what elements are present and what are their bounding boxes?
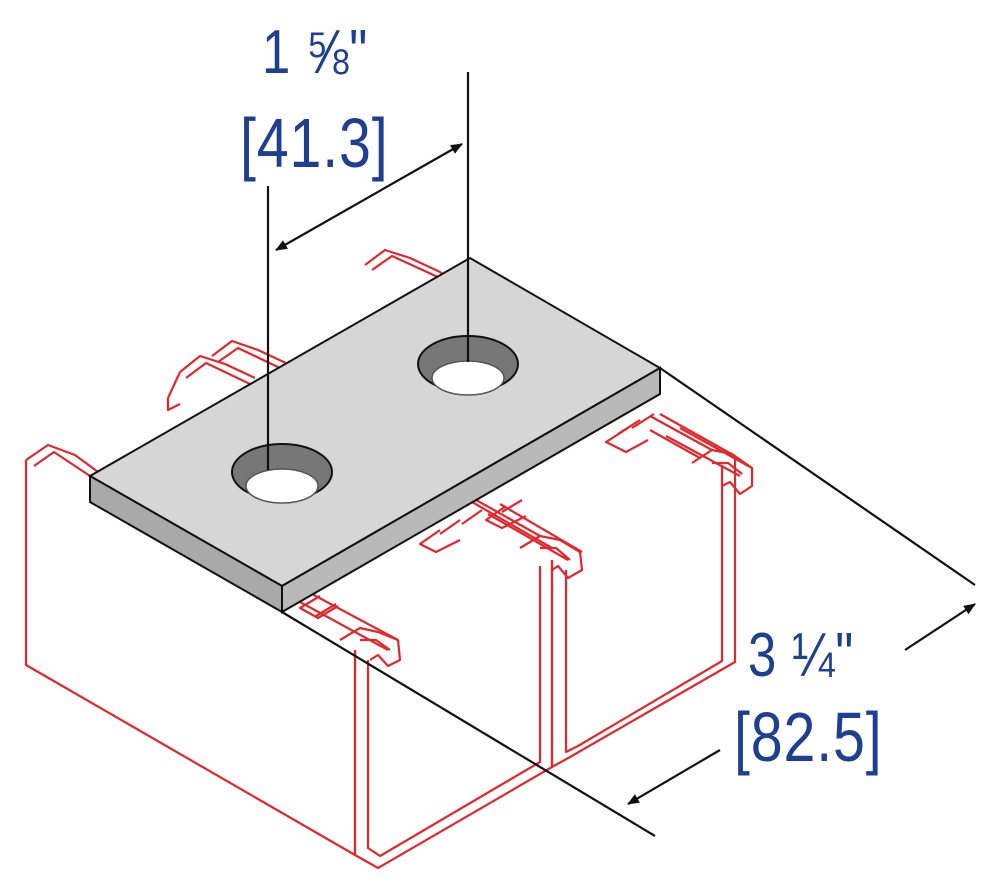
rail-front-left-2 <box>299 601 389 651</box>
front-lip-right <box>691 448 754 496</box>
left-end-top-lip <box>25 443 99 473</box>
hole-spacing-metric-label: [41.3] <box>240 104 389 182</box>
back-lip-mid <box>179 354 256 379</box>
dimension-arrow-hole-spacing <box>275 143 463 251</box>
dimension-arrow-length-lower <box>627 749 721 805</box>
slot-ridge-7 <box>617 419 641 435</box>
plate-length-metric-label: [82.5] <box>734 698 883 776</box>
rail-mid-3 <box>471 501 553 549</box>
back-lip-left-inner <box>371 254 441 279</box>
left-end-top-lip-inner <box>33 450 91 477</box>
rail-mid-1 <box>499 503 583 553</box>
back-rail-top <box>167 371 181 399</box>
dimension-arrow-length-upper <box>904 603 976 651</box>
right-channel-outer <box>550 456 737 769</box>
slot-ridge-3 <box>461 509 483 525</box>
front-lip-left-inner <box>360 638 391 651</box>
slot-ridge-4 <box>484 505 527 530</box>
front-lip-mid <box>519 534 584 580</box>
rail-right-4 <box>649 429 701 459</box>
back-lip-mid-inner <box>185 361 251 385</box>
rail-right-5 <box>659 413 736 457</box>
back-lip-mid2-inner <box>217 346 281 369</box>
slot-ridge-8 <box>631 413 655 429</box>
rail-right-1 <box>679 427 753 469</box>
back-lip-mid2 <box>211 339 289 365</box>
slot-ridge-5 <box>501 499 523 513</box>
hole-left <box>231 443 333 504</box>
rail-right-3 <box>649 415 713 451</box>
slot-ridge-10 <box>315 603 337 617</box>
channel-outline <box>24 248 754 870</box>
slot-ridge-1 <box>418 529 461 554</box>
slot-ridge-2 <box>439 519 461 535</box>
extension-line-plate-back <box>659 367 976 586</box>
rail-mid-2 <box>487 513 569 561</box>
slot-ridge-6 <box>604 427 649 454</box>
splice-plate <box>87 256 662 614</box>
extension-line-plate-front <box>281 611 656 837</box>
dimension-lines <box>266 72 976 837</box>
plate-length-imperial-label: 3 ¼" <box>748 621 855 690</box>
slot-ridge-9 <box>298 595 339 620</box>
plate-side-edge <box>281 366 661 614</box>
hole-spacing-imperial-label: 1 ⅝" <box>262 18 369 87</box>
hole-right <box>417 335 519 396</box>
front-channel-inner <box>366 566 542 858</box>
front-lip-left <box>339 626 402 668</box>
rail-right-2 <box>665 435 741 477</box>
right-channel-inner <box>564 465 724 754</box>
back-rail-side <box>166 398 181 412</box>
